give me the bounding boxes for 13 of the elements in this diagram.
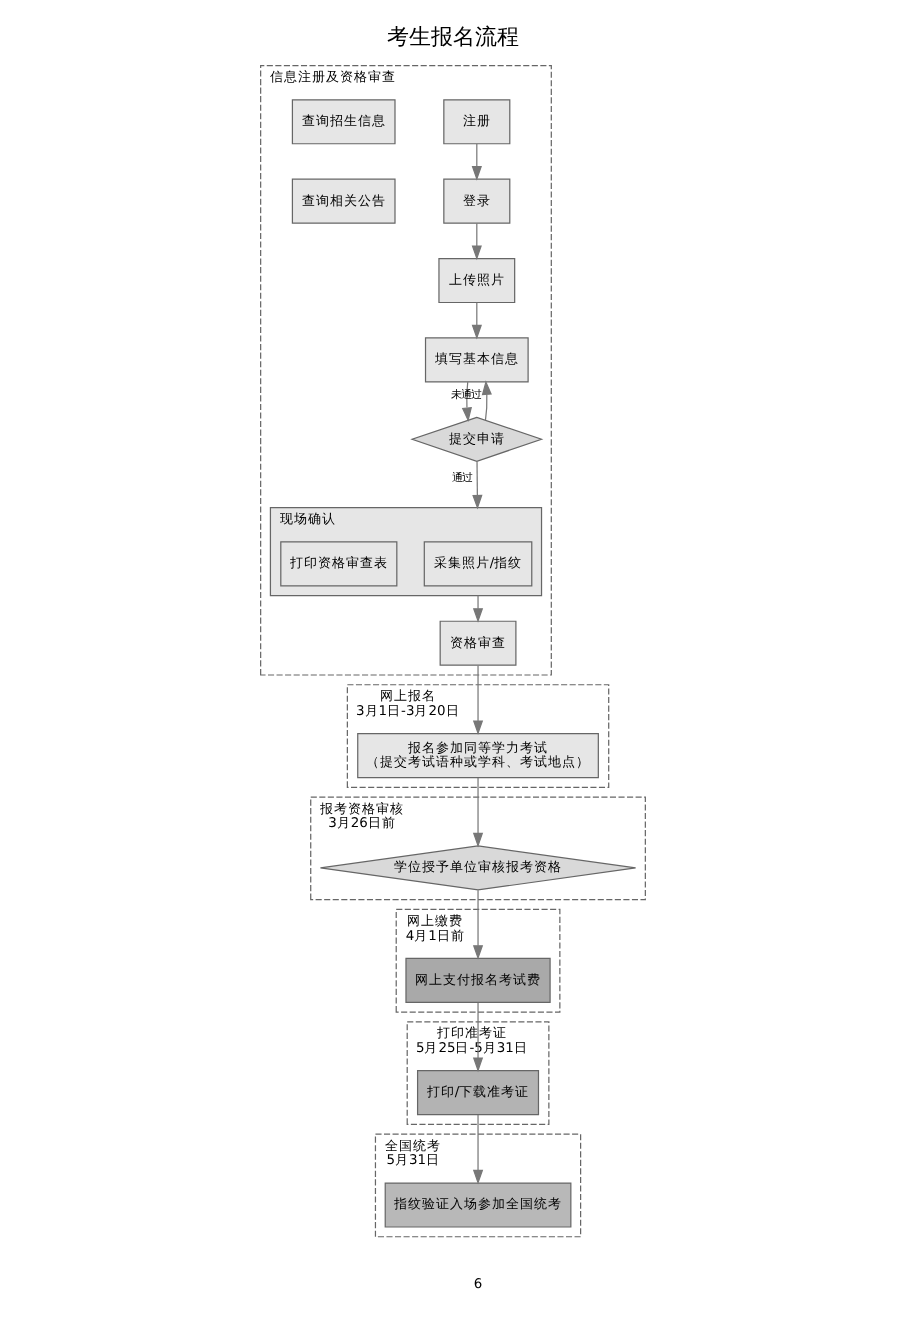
arrow: [470, 143, 481, 181]
arrow: [471, 777, 483, 848]
arrow: [480, 380, 491, 421]
arrow: [470, 302, 481, 340]
arrow: [460, 381, 472, 423]
arrow: [471, 1002, 483, 1073]
arrow: [471, 595, 483, 623]
arrow: [471, 1114, 483, 1185]
arrow: [470, 222, 481, 261]
diagram-title: 考生报名流程: [386, 24, 518, 51]
arrow: [471, 889, 483, 960]
arrow: [471, 665, 483, 736]
arrow: [471, 460, 482, 510]
